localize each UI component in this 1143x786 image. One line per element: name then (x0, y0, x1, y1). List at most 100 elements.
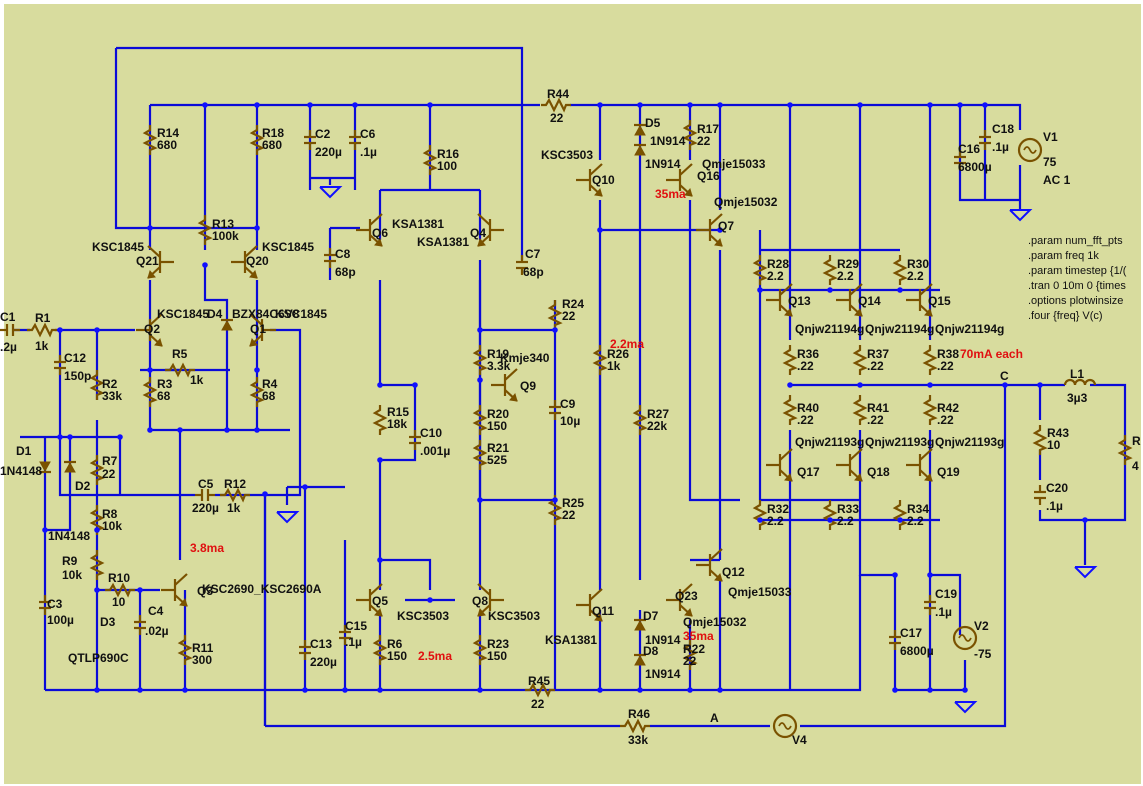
resistor (620, 718, 650, 734)
component-label-nodeA: A (710, 711, 719, 725)
diode-body (634, 144, 646, 156)
component-label-q20: Q20 (246, 254, 269, 268)
component-label-r18: R18 (262, 126, 284, 140)
component-label-r25v: 22 (562, 508, 576, 522)
transistor-arrow (854, 472, 863, 482)
component-label-r22: R22 (683, 642, 705, 656)
component-label-q3: Q3 (197, 584, 213, 598)
wire (930, 573, 962, 635)
component-label-r36v: .22 (797, 359, 814, 373)
component-label-v1v: 75 (1043, 155, 1057, 169)
component-label-d2: D2 (75, 479, 91, 493)
component-label-c16v: 6800µ (958, 160, 992, 174)
resistor (752, 255, 768, 285)
junction-dot (412, 382, 418, 388)
resistor (142, 377, 158, 407)
component-label-q21t: KSC1845 (92, 240, 144, 254)
component-label-c17: C17 (900, 626, 922, 640)
resistor (852, 345, 868, 375)
junction-dot (254, 102, 260, 108)
component-label-c6v: .1µ (360, 145, 377, 159)
voltage-source (952, 625, 978, 651)
component-label-r8v: 10k (102, 519, 122, 533)
junction-dot (717, 227, 723, 233)
component-label-r34v: 2.2 (907, 514, 924, 528)
component-label-r10v: 10 (112, 595, 126, 609)
component-label-r37v: .22 (867, 359, 884, 373)
junction-dot (57, 434, 63, 440)
component-label-d8: D8 (643, 644, 659, 658)
current-annotation: 35ma (655, 187, 686, 201)
component-label-r42v: .22 (937, 413, 954, 427)
component-label-qtop: Qnjw21194g (935, 322, 1004, 336)
component-label-d8v: 1N914 (645, 667, 681, 681)
component-label-qtop: Qnjw21194g (795, 322, 864, 336)
component-label-c7v: 68p (523, 265, 544, 279)
component-label-r2v: 33k (102, 389, 122, 403)
spice-directive: .tran 0 10m 0 {times (1028, 280, 1126, 292)
resistor (89, 455, 105, 485)
diode-body (634, 654, 646, 666)
component-label-c2: C2 (315, 127, 331, 141)
transistor-arrow (374, 607, 383, 617)
junction-dot (94, 687, 100, 693)
component-label-c7: C7 (525, 247, 541, 261)
ground-symbol (1009, 209, 1033, 222)
component-label-q4t: KSA1381 (417, 235, 469, 249)
transistor-collector (477, 213, 491, 226)
component-label-r15: R15 (387, 405, 409, 419)
component-label-v1: V1 (1043, 130, 1058, 144)
transistor-collector (369, 213, 383, 226)
resistor (782, 395, 798, 425)
component-label-r17v: 22 (697, 134, 711, 148)
wire (380, 558, 432, 590)
component-label-q1: Q1 (250, 322, 266, 336)
component-label-d5v: 1N914 (650, 134, 686, 148)
component-label-r9: R9 (62, 554, 78, 568)
junction-dot (202, 262, 208, 268)
component-label-rlv: 4 (1132, 459, 1139, 473)
component-label-r15v: 18k (387, 417, 407, 431)
junction-dot (687, 687, 693, 693)
resistor (892, 255, 908, 285)
junction-dot (477, 497, 483, 503)
component-label-r12: R12 (224, 477, 246, 491)
component-label-r1v: 1k (35, 339, 49, 353)
resistor (220, 487, 250, 503)
component-label-r25: R25 (562, 496, 584, 510)
component-label-r29v: 2.2 (837, 269, 854, 283)
components (0, 97, 1133, 739)
voltage-source-wave (1023, 146, 1037, 154)
component-label-qbot: Qnjw21193g (865, 435, 934, 449)
junction-dot (224, 427, 230, 433)
junction-dot (597, 687, 603, 693)
transistor-collector (477, 583, 491, 596)
transistor-collector (249, 313, 263, 326)
component-label-rl: R (1132, 434, 1141, 448)
spice-directive: .param timestep {1/( (1028, 265, 1127, 277)
component-label-c19v: .1µ (935, 605, 952, 619)
resistor (541, 97, 571, 113)
component-label-r38: R38 (937, 347, 959, 361)
transistor-collector (147, 245, 161, 258)
junction-dot (1002, 382, 1008, 388)
component-label-q16t: Qmje15033 (702, 157, 766, 171)
component-label-d7v: 1N914 (645, 633, 681, 647)
junction-dot (552, 327, 558, 333)
transistor-arrow (684, 607, 693, 617)
component-label-r5: R5 (172, 347, 188, 361)
component-label-r34: R34 (907, 502, 929, 516)
resistor (472, 635, 488, 665)
junction-dot (927, 382, 933, 388)
junction-dot (94, 327, 100, 333)
resistor (165, 362, 195, 378)
component-label-q7t: Qmje15032 (714, 195, 778, 209)
component-label-q12t: Qmje15033 (728, 585, 792, 599)
component-label-r45: R45 (528, 674, 550, 688)
component-label-l1: L1 (1070, 367, 1084, 381)
junction-dot (1082, 517, 1088, 523)
component-label-r23: R23 (487, 637, 509, 651)
junction-dot (552, 497, 558, 503)
component-label-r30v: 2.2 (907, 269, 924, 283)
junction-dot (827, 517, 833, 523)
